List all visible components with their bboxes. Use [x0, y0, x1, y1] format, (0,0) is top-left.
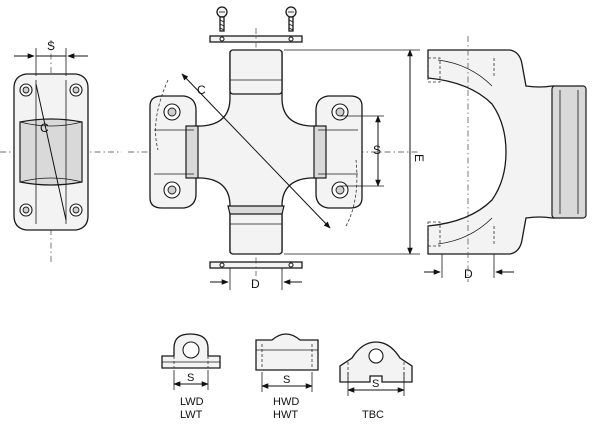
mounting-screw-icons: [216, 6, 297, 32]
lwt-name-label: LWT: [180, 409, 203, 421]
left-bearing-cap: [149, 95, 199, 209]
right-bearing-cap: [313, 95, 363, 209]
cross-e-label: E: [412, 154, 426, 162]
cross-s-dimension: [340, 115, 384, 187]
cross-d-dimension: [210, 268, 302, 290]
yoke-d-dimension: [424, 254, 514, 278]
tbc-name-label: TBC: [362, 409, 384, 421]
lwd-lwt-bearing-strap: [161, 333, 221, 390]
journal-cross: [193, 49, 319, 255]
hwt-name-label: HWT: [273, 409, 298, 421]
lwd-name-label: LWD: [180, 396, 204, 408]
top-strap-plate: [209, 35, 303, 43]
end-yoke: [427, 36, 587, 282]
hwd-hwt-bearing-strap: [255, 333, 319, 392]
hwd-s-label: S: [283, 374, 290, 386]
screw-icon-right: [285, 6, 297, 32]
yoke-d-label: D: [464, 267, 473, 281]
front-s-label: S: [47, 39, 55, 53]
lwd-s-label: S: [187, 372, 194, 384]
tbc-bearing-strap: [339, 341, 413, 396]
bearing-strap-front-view: [0, 40, 122, 262]
cross-s-label: S: [373, 143, 381, 157]
cross-c-label: C: [197, 83, 206, 97]
tbc-s-label: S: [372, 378, 379, 390]
cross-e-dimension: [284, 49, 420, 255]
cross-d-label: D: [251, 277, 260, 291]
screw-icon-left: [216, 6, 228, 32]
hwd-name-label: HWD: [273, 396, 299, 408]
front-c-label: C: [40, 121, 49, 135]
cross-c-dimension: [155, 73, 358, 229]
